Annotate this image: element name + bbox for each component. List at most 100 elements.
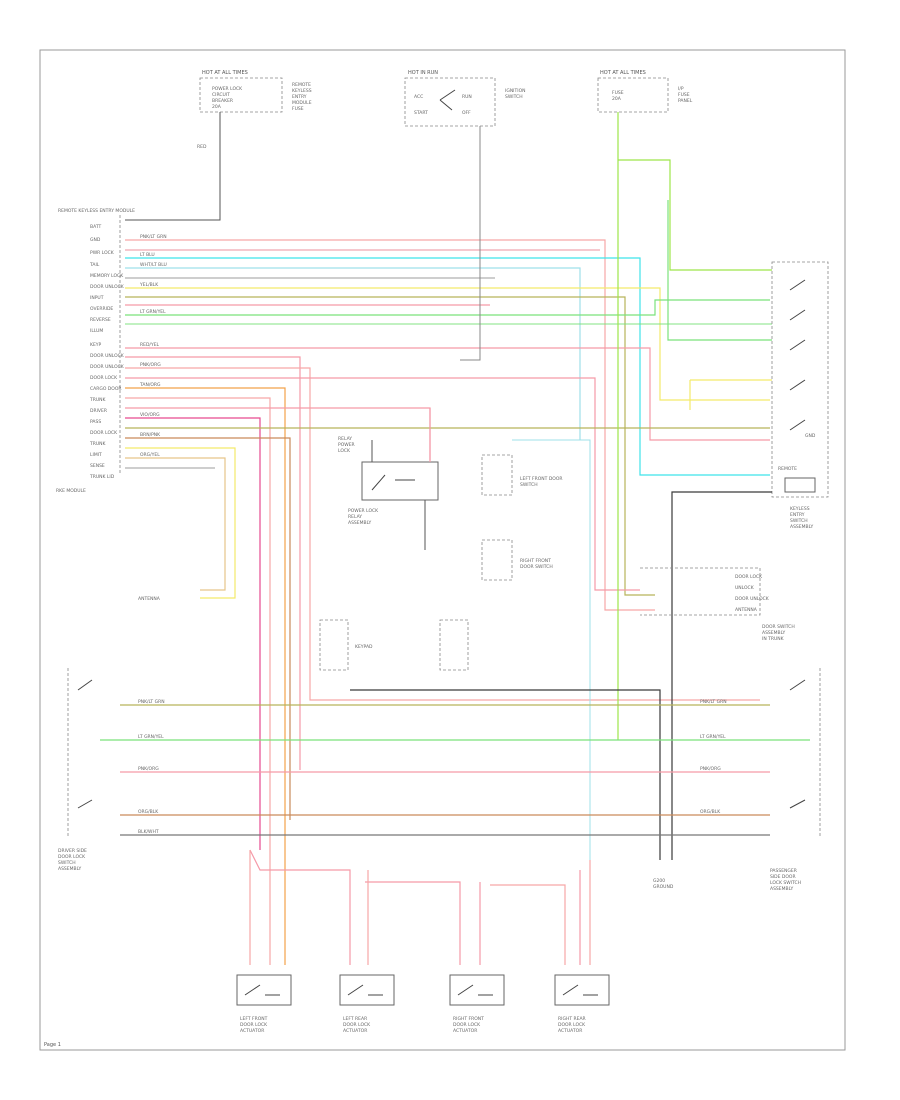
svg-text:DOOR UNLOCK: DOOR UNLOCK (90, 284, 125, 290)
svg-text:ASSEMBLY: ASSEMBLY (58, 866, 82, 872)
ignition-switch-box: HOT IN RUN ACC RUN START OFF IGNITION SW… (404, 70, 526, 127)
svg-text:FUSE: FUSE (612, 90, 624, 96)
rke-module-left: REMOTE KEYLESS ENTRY MODULE BATT GND PWR… (56, 208, 135, 494)
svg-text:DOOR SWITCH: DOOR SWITCH (520, 564, 553, 570)
svg-text:ACTUATOR: ACTUATOR (453, 1028, 477, 1034)
svg-text:PWR LOCK: PWR LOCK (90, 250, 115, 256)
svg-text:RIGHT REAR: RIGHT REAR (558, 1016, 586, 1022)
svg-text:BATT: BATT (90, 224, 101, 230)
svg-text:INPUT: INPUT (90, 295, 104, 301)
svg-text:UNLOCK: UNLOCK (735, 585, 755, 591)
module-wire-labels: PNK/LT GRN LT BLU WHT/LT BLU YEL/BLK LT … (139, 234, 167, 458)
actuator-right-front: RIGHT FRONT DOOR LOCK ACTUATOR (449, 974, 505, 1034)
rke-switch-assembly: REMOTE GND KEYLESS ENTRY SWITCH ASSEMBLY (771, 261, 829, 530)
svg-text:MEMORY LOCK: MEMORY LOCK (90, 273, 124, 279)
svg-text:VIO/ORG: VIO/ORG (140, 412, 160, 418)
trunk-switch-list: DOOR LOCK UNLOCK DOOR UNLOCK ANTENNA DOO… (640, 567, 795, 642)
svg-text:LEFT FRONT: LEFT FRONT (240, 1016, 268, 1022)
svg-text:ACTUATOR: ACTUATOR (558, 1028, 582, 1034)
svg-text:SWITCH: SWITCH (505, 94, 523, 100)
svg-text:DRIVER: DRIVER (90, 408, 107, 414)
svg-text:ENTRY: ENTRY (790, 512, 805, 518)
svg-text:RKE MODULE: RKE MODULE (56, 488, 86, 494)
svg-text:ACC: ACC (414, 94, 423, 100)
module-wire-bundle (125, 239, 772, 965)
svg-text:LOCK: LOCK (338, 448, 351, 454)
svg-text:POWER: POWER (338, 442, 355, 448)
svg-text:LIMIT: LIMIT (90, 452, 102, 458)
svg-text:IGNITION: IGNITION (505, 88, 526, 94)
svg-text:DOOR LOCK: DOOR LOCK (240, 1022, 268, 1028)
svg-text:PNK/LT GRN: PNK/LT GRN (700, 699, 727, 705)
svg-text:SWITCH: SWITCH (520, 482, 538, 488)
svg-text:ORG/BLK: ORG/BLK (138, 809, 159, 815)
svg-text:20A: 20A (612, 96, 622, 102)
svg-text:REMOTE: REMOTE (292, 82, 311, 88)
svg-text:SWITCH: SWITCH (58, 860, 76, 866)
svg-text:LT BLU: LT BLU (140, 252, 155, 258)
svg-text:RELAY: RELAY (348, 514, 362, 520)
svg-text:PANEL: PANEL (678, 98, 693, 104)
svg-text:PNK/ORG: PNK/ORG (700, 766, 721, 772)
svg-text:MODULE: MODULE (292, 100, 312, 106)
svg-text:DOOR LOCK: DOOR LOCK (558, 1022, 586, 1028)
svg-text:POWER LOCK: POWER LOCK (348, 508, 379, 514)
svg-text:BRN/PNK: BRN/PNK (140, 432, 161, 438)
svg-text:GND: GND (805, 433, 816, 439)
svg-text:OVERRIDE: OVERRIDE (90, 306, 113, 312)
svg-text:I/P: I/P (678, 86, 684, 92)
svg-text:DOOR LOCK: DOOR LOCK (735, 574, 763, 580)
svg-text:HOT IN RUN: HOT IN RUN (408, 70, 438, 76)
svg-text:WHT/LT BLU: WHT/LT BLU (140, 262, 167, 268)
svg-text:DOOR LOCK: DOOR LOCK (58, 854, 86, 860)
actuator-left-front: LEFT FRONT DOOR LOCK ACTUATOR (236, 974, 292, 1034)
svg-text:SENSE: SENSE (90, 463, 105, 469)
svg-text:PNK/LT GRN: PNK/LT GRN (138, 699, 165, 705)
wire-feed-batt (125, 112, 221, 221)
svg-text:ACTUATOR: ACTUATOR (240, 1028, 264, 1034)
svg-text:RIGHT FRONT: RIGHT FRONT (520, 558, 551, 564)
svg-text:KEYLESS: KEYLESS (790, 506, 810, 512)
svg-text:HOT AT ALL TIMES: HOT AT ALL TIMES (202, 70, 248, 76)
diagram-frame (39, 49, 846, 1051)
driver-door-lock-switch: DRIVER SIDE DOOR LOCK SWITCH ASSEMBLY (58, 668, 93, 872)
svg-text:G200: G200 (653, 878, 665, 884)
svg-text:HOT AT ALL TIMES: HOT AT ALL TIMES (600, 70, 646, 76)
svg-text:RED/YEL: RED/YEL (140, 342, 160, 348)
svg-text:LOCK SWITCH: LOCK SWITCH (770, 880, 801, 886)
svg-text:RUN: RUN (462, 94, 472, 100)
svg-text:PNK/LT GRN: PNK/LT GRN (140, 234, 167, 240)
svg-text:IN TRUNK: IN TRUNK (762, 636, 785, 642)
antenna-label: ANTENNA (138, 596, 161, 602)
svg-text:KEYLESS: KEYLESS (292, 88, 312, 94)
svg-text:DOOR LOCK: DOOR LOCK (90, 375, 118, 381)
svg-text:RELAY: RELAY (338, 436, 352, 442)
fuse-box-top-left: HOT AT ALL TIMES POWER LOCK CIRCUIT BREA… (199, 70, 312, 113)
svg-text:TAN/ORG: TAN/ORG (139, 382, 161, 388)
svg-text:DOOR UNLOCK: DOOR UNLOCK (90, 353, 125, 359)
actuator-left-rear: LEFT REAR DOOR LOCK ACTUATOR (339, 974, 395, 1034)
svg-text:RED: RED (197, 144, 207, 150)
svg-text:LT GRN/YEL: LT GRN/YEL (138, 734, 164, 740)
svg-text:ASSEMBLY: ASSEMBLY (790, 524, 814, 530)
svg-text:TRUNK LID: TRUNK LID (89, 474, 115, 480)
svg-text:ASSEMBLY: ASSEMBLY (762, 630, 786, 636)
svg-text:ASSEMBLY: ASSEMBLY (348, 520, 372, 526)
svg-text:SIDE DOOR: SIDE DOOR (770, 874, 796, 880)
svg-text:PNK/ORG: PNK/ORG (140, 362, 161, 368)
svg-text:ORG/BLK: ORG/BLK (700, 809, 721, 815)
svg-text:GROUND: GROUND (653, 884, 674, 890)
svg-text:LEFT REAR: LEFT REAR (343, 1016, 367, 1022)
svg-text:DOOR LOCK: DOOR LOCK (90, 430, 118, 436)
svg-text:REMOTE KEYLESS ENTRY MODULE: REMOTE KEYLESS ENTRY MODULE (58, 208, 135, 214)
svg-text:FUSE: FUSE (678, 92, 690, 98)
svg-text:ACTUATOR: ACTUATOR (343, 1028, 367, 1034)
svg-text:ASSEMBLY: ASSEMBLY (770, 886, 794, 892)
svg-text:TRUNK: TRUNK (89, 441, 107, 447)
svg-text:RIGHT FRONT: RIGHT FRONT (453, 1016, 484, 1022)
svg-text:DOOR LOCK: DOOR LOCK (343, 1022, 371, 1028)
svg-text:DOOR UNLOCK: DOOR UNLOCK (90, 364, 125, 370)
wire-ground-right (671, 491, 772, 860)
svg-text:ANTENNA: ANTENNA (735, 607, 758, 613)
